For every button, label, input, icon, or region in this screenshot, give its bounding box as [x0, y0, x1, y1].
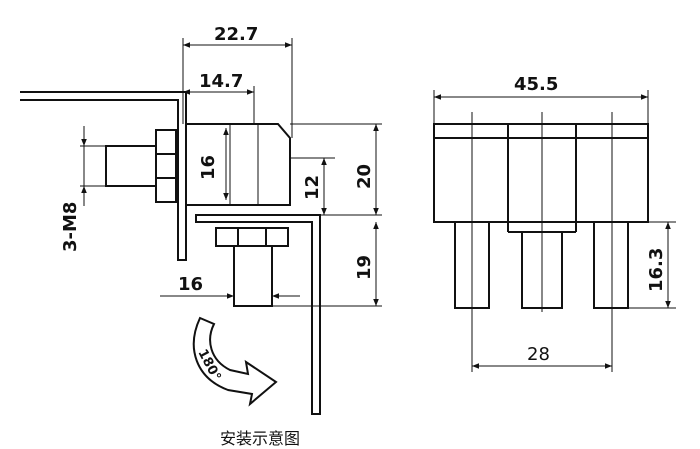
- dim-16-body: 16: [198, 155, 219, 180]
- dim-3-m8: 3-M8: [60, 202, 81, 252]
- dim-19: 19: [354, 255, 375, 280]
- side-view: 22.7 14.7 16 12 20 19 3-M8 16: [20, 24, 382, 415]
- horizontal-bolt: [105, 129, 177, 203]
- contact-body: [185, 123, 291, 206]
- pin-right: [593, 221, 629, 309]
- lower-bracket: [195, 214, 321, 415]
- upper-bracket: [20, 91, 187, 261]
- dim-22-7: 22.7: [214, 24, 258, 45]
- dim-45-5: 45.5: [514, 74, 558, 95]
- front-body: [433, 123, 649, 223]
- front-view: 45.5 16.3 28: [433, 74, 676, 372]
- dim-16-bolt: 16: [178, 274, 203, 295]
- vertical-bolt: [215, 227, 289, 307]
- pin-center: [521, 231, 563, 309]
- dim-20: 20: [354, 164, 375, 189]
- dim-28: 28: [527, 344, 550, 365]
- dim-16-3: 16.3: [646, 248, 667, 292]
- pin-left: [454, 221, 490, 309]
- installation-caption: 安装示意图: [219, 429, 300, 448]
- dim-14-7: 14.7: [199, 71, 243, 92]
- dim-12: 12: [302, 175, 323, 200]
- rotation-arrow: 180°: [192, 316, 278, 407]
